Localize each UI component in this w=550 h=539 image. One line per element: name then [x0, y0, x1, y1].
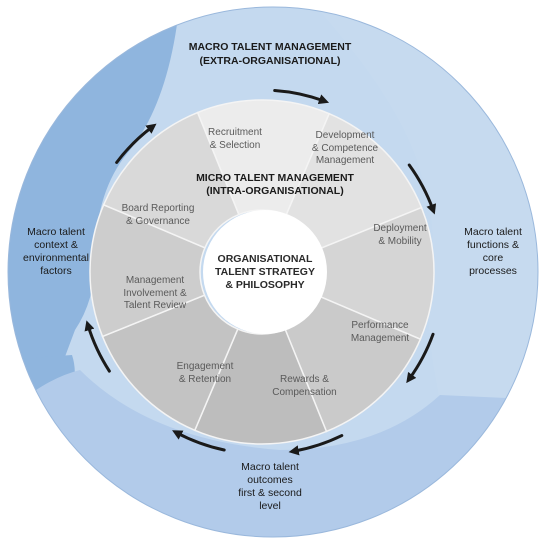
segment-label-line: Engagement [176, 361, 234, 372]
segment-label-line: Compensation [272, 386, 337, 398]
macro-functions-line: core [482, 252, 504, 264]
segment-label-recruitment: Recruitment & Selection [190, 127, 280, 152]
macro-functions-line: processes [469, 265, 517, 277]
core-circle [203, 210, 327, 334]
segment-label-line: & Retention [178, 373, 232, 385]
segment-label-board-reporting: Board Reporting & Governance [108, 203, 208, 228]
micro-title: MICRO TALENT MANAGEMENT (INTRA-ORGANISAT… [190, 172, 360, 198]
micro-subtitle-line: (INTRA-ORGANISATIONAL) [206, 185, 344, 197]
macro-outcomes-line: Macro talent [241, 461, 299, 473]
core-label-line: ORGANISATIONAL [217, 253, 313, 265]
macro-outcomes-label: Macro talent outcomes first & second lev… [220, 461, 320, 513]
segment-label-line: Deployment [373, 223, 427, 234]
macro-subtitle-line: (EXTRA-ORGANISATIONAL) [199, 55, 341, 67]
micro-title-line: MICRO TALENT MANAGEMENT [196, 172, 354, 184]
segment-label-line: Recruitment [208, 127, 262, 138]
macro-functions-line: functions & [467, 239, 519, 251]
macro-title-line: MACRO TALENT MANAGEMENT [188, 41, 352, 53]
segment-label-line: Management [350, 332, 410, 344]
macro-outcomes-line: outcomes [247, 474, 293, 486]
macro-title: MACRO TALENT MANAGEMENT (EXTRA-ORGANISAT… [165, 40, 375, 68]
segment-label-line: & Competence [311, 142, 379, 154]
segment-label-engagement: Engagement & Retention [160, 361, 250, 386]
cycle-arrow-icon [288, 434, 344, 456]
segment-recruitment [196, 99, 331, 216]
segment-label-line: Rewards & [280, 374, 329, 385]
macro-outcomes-line: first & second [238, 487, 302, 499]
macro-context-label: Macro talent context & environmental fac… [14, 226, 98, 278]
segment-label-line: & Governance [126, 215, 190, 227]
macro-context-line: factors [40, 265, 72, 277]
segment-label-line: & Selection [209, 139, 261, 151]
macro-context-line: Macro talent [27, 226, 85, 238]
segment-label-line: Management [125, 275, 185, 286]
cycle-arrow-icon [407, 163, 437, 215]
macro-functions-label: Macro talent functions & core processes [452, 226, 534, 278]
core-label-line: TALENT STRATEGY [215, 266, 315, 278]
outer-ring-border [7, 6, 539, 538]
segment-label-line: Talent Review [123, 300, 187, 311]
segment-label-rewards: Rewards & Compensation [257, 374, 352, 399]
macro-context-line: environmental [23, 252, 89, 264]
cycle-arrow-icon [406, 332, 435, 384]
segment-management-involvement [89, 203, 206, 338]
segment-label-management-involvement: Management Involvement & Talent Review [105, 275, 205, 313]
segment-board-reporting [102, 111, 240, 249]
cycle-arrow-icon [115, 123, 157, 164]
macro-context-line: context & [34, 239, 78, 251]
cycle-arrow-icon [273, 88, 330, 105]
segment-label-line: Board Reporting [121, 203, 195, 214]
macro-functions-line: Macro talent [464, 226, 522, 238]
segment-label-development: Development & Competence Management [295, 130, 395, 168]
outer-ring-outcomes-zone [8, 370, 538, 537]
segment-label-performance: Performance Management [335, 320, 425, 345]
core-label: ORGANISATIONAL TALENT STRATEGY & PHILOSO… [203, 253, 327, 292]
segment-label-deployment: Deployment & Mobility [360, 223, 440, 248]
segment-label-line: Development [315, 130, 375, 141]
cycle-arrow-icon [84, 320, 111, 373]
macro-outcomes-line: level [259, 500, 281, 512]
core-label-line: & PHILOSOPHY [225, 279, 305, 291]
segment-engagement [101, 294, 239, 432]
segment-label-line: Management [315, 155, 375, 166]
segment-label-line: & Mobility [378, 235, 422, 247]
segment-label-line: Involvement & [123, 287, 187, 299]
cycle-arrow-icon [172, 430, 226, 452]
segment-label-line: Performance [351, 320, 409, 331]
